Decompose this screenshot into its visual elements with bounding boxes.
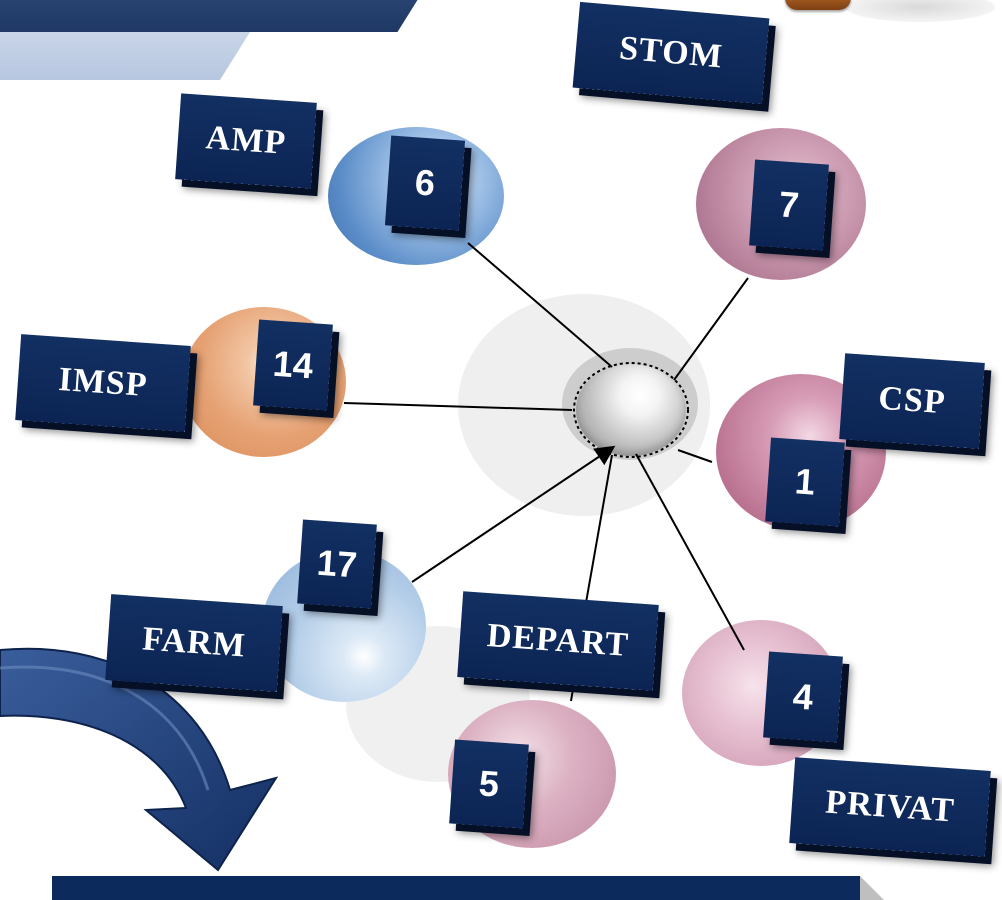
label-depart: DEPART <box>457 591 659 691</box>
top-decorative-object <box>785 0 851 10</box>
value-amp: 6 <box>384 135 466 231</box>
connector-depart <box>583 454 613 615</box>
value-csp: 1 <box>765 437 845 527</box>
label-privat: PRIVAT <box>789 757 991 857</box>
label-csp: CSP <box>839 353 985 449</box>
value-depart: 5 <box>449 739 529 829</box>
label-stom: STOM <box>572 1 770 105</box>
value-stom: 7 <box>749 159 829 251</box>
label-farm: FARM <box>105 594 283 692</box>
connector-amp <box>467 242 613 368</box>
hub-dotted-orbit <box>573 362 689 458</box>
value-imsp: 14 <box>253 319 333 411</box>
bottom-banner-edge <box>860 876 884 900</box>
top-object-shadow <box>845 0 995 22</box>
connector-csp <box>677 449 713 463</box>
connector-privat <box>635 453 745 651</box>
connector-depart-tail <box>570 682 575 702</box>
connector-imsp <box>343 402 573 411</box>
label-imsp: IMSP <box>15 334 191 432</box>
connector-stom <box>673 277 749 381</box>
hub-sphere <box>576 364 686 456</box>
value-privat: 4 <box>763 651 843 743</box>
value-farm: 17 <box>297 519 377 609</box>
label-amp: AMP <box>175 93 317 189</box>
bottom-banner <box>52 876 860 900</box>
connector-farm <box>411 445 616 583</box>
